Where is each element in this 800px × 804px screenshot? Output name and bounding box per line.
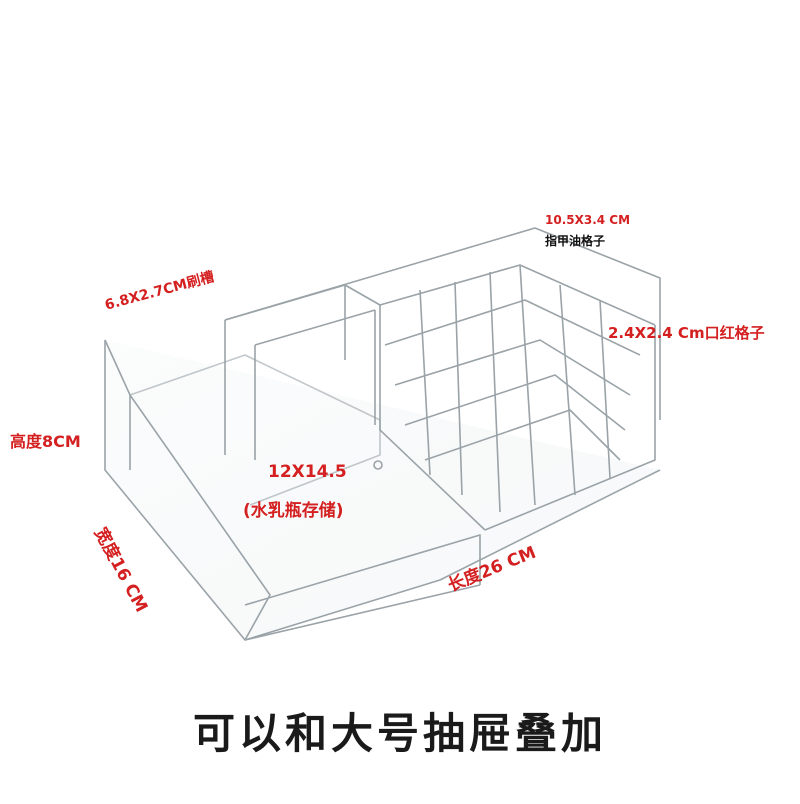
bottle-size-label: 12X14.5 <box>268 462 347 482</box>
lipstick-grid-label: 2.4X2.4 Cm口红格子 <box>608 324 765 342</box>
nail-polish-size-label: 10.5X3.4 CM <box>545 213 631 227</box>
nail-polish-name-label: 指甲油格子 <box>545 234 606 248</box>
height-label: 高度8CM <box>10 432 81 451</box>
bottle-name-label: (水乳瓶存储) <box>243 501 344 521</box>
caption-text: 可以和大号抽屉叠加 <box>192 709 607 758</box>
